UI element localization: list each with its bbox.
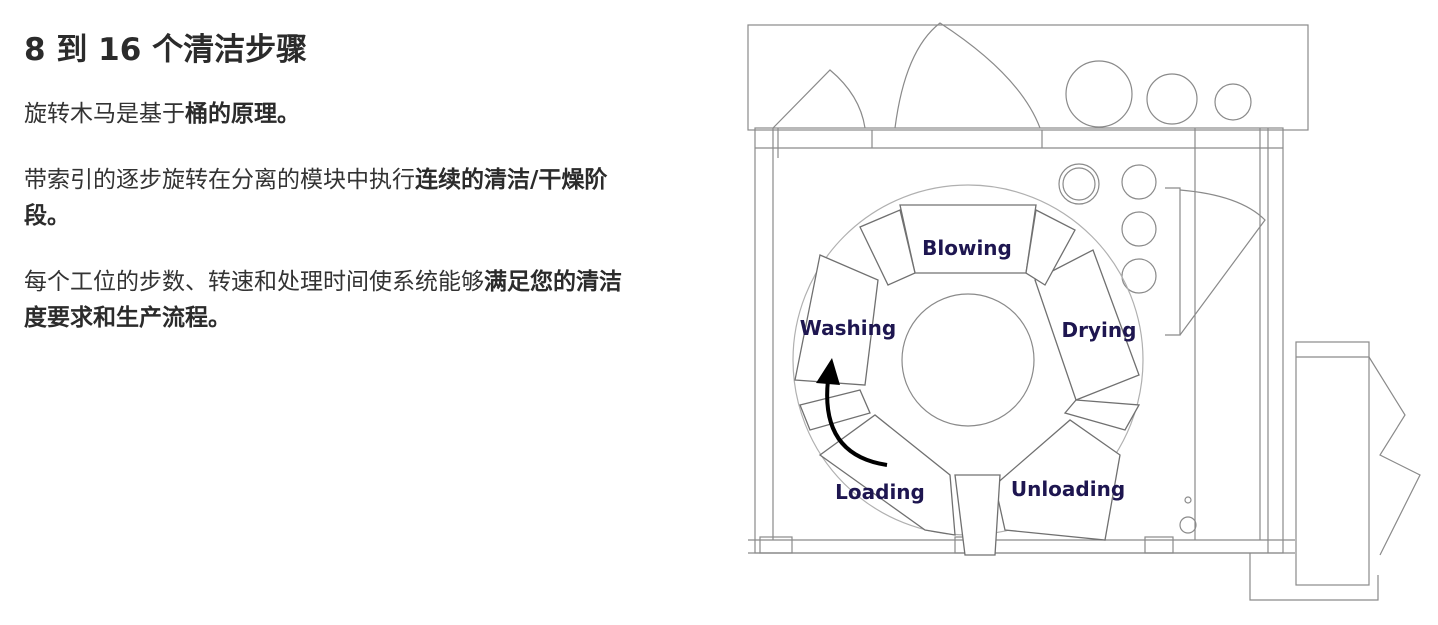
body-text: 旋转木马是基于 xyxy=(24,101,185,128)
rotation-arrow xyxy=(816,358,888,467)
emphasis-text: 桶的原理。 xyxy=(185,101,300,128)
body-text: 每个工位的步数、转速和处理时间使系统能够 xyxy=(24,269,484,296)
carousel-diagram-svg: Blowing Drying Unloading Loading Washing xyxy=(747,22,1421,601)
top-dial-medium xyxy=(1146,73,1198,125)
connector-left xyxy=(799,389,871,431)
right-door-swing xyxy=(1179,189,1266,336)
connector-top-right xyxy=(1025,209,1076,286)
side-port-1 xyxy=(1121,164,1157,200)
rotation-arrow-path xyxy=(825,379,888,467)
emphasis-text: 连续的清洁/干燥阶段。 xyxy=(24,167,608,230)
connector-bottom xyxy=(954,474,1001,556)
module-washing xyxy=(794,254,879,386)
knob-small xyxy=(1184,496,1192,504)
label-washing: Washing xyxy=(800,316,896,340)
side-pipe xyxy=(1249,553,1379,601)
emphasis-text: 满足您的清洁度要求和生产流程。 xyxy=(24,269,622,332)
station-modules xyxy=(794,204,1141,556)
module-loading xyxy=(818,414,956,536)
side-port-2 xyxy=(1121,211,1157,247)
machine-outline xyxy=(747,22,1421,601)
left-lid xyxy=(772,69,866,129)
drum-inner-circle xyxy=(901,293,1035,427)
stations-paragraph: 每个工位的步数、转速和处理时间使系统能够满足您的清洁度要求和生产流程。 xyxy=(24,264,624,336)
side-port-large xyxy=(1058,163,1100,205)
side-port-large-inner xyxy=(1062,167,1096,201)
rotation-paragraph: 带索引的逐步旋转在分离的模块中执行连续的清洁/干燥阶段。 xyxy=(24,162,624,234)
rotation-arrow-head xyxy=(816,358,840,385)
module-unloading xyxy=(994,419,1121,541)
text-column: 8 到 16 个清洁步骤 旋转木马是基于桶的原理。 带索引的逐步旋转在分离的模块… xyxy=(24,30,624,366)
station-labels: Blowing Drying Unloading Loading Washing xyxy=(800,236,1137,504)
label-drying: Drying xyxy=(1062,318,1137,342)
connector-right xyxy=(1063,399,1141,431)
carousel-diagram: Blowing Drying Unloading Loading Washing xyxy=(740,15,1430,615)
intro-paragraph: 旋转木马是基于桶的原理。 xyxy=(24,96,624,132)
page-title: 8 到 16 个清洁步骤 xyxy=(24,32,308,68)
upper-cabinet xyxy=(747,24,1309,131)
foot-right xyxy=(1144,536,1174,554)
foot-left xyxy=(759,536,793,554)
top-dial-large xyxy=(1065,60,1133,128)
top-dial-small xyxy=(1214,83,1252,121)
knob-large xyxy=(1179,516,1197,534)
label-blowing: Blowing xyxy=(922,236,1012,260)
label-unloading: Unloading xyxy=(1011,477,1125,501)
right-door-frame xyxy=(1165,187,1181,336)
side-unit xyxy=(1295,341,1370,586)
body-text: 带索引的逐步旋转在分离的模块中执行 xyxy=(24,167,415,194)
center-lid xyxy=(894,22,1041,129)
connector-top-left xyxy=(859,209,916,286)
side-unit-door-swing xyxy=(1368,356,1421,556)
label-loading: Loading xyxy=(835,480,925,504)
